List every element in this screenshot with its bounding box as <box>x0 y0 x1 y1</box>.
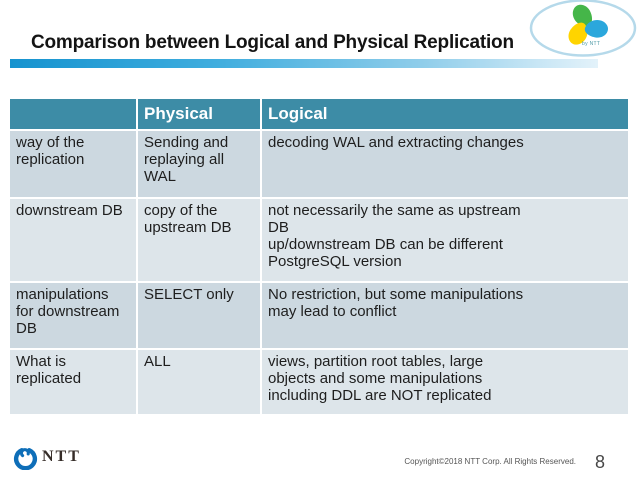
table-cell: Sending and replaying all WAL <box>138 131 260 197</box>
table-cell: decoding WAL and extracting changes <box>262 131 628 197</box>
table-header-empty <box>10 99 136 129</box>
table-cell: way of the replication <box>10 131 136 197</box>
copyright-text: Copyright©2018 NTT Corp. All Rights Rese… <box>404 457 576 466</box>
table-cell: What is replicated <box>10 350 136 414</box>
ntt-logo-text: NTT <box>42 448 81 465</box>
table-cell: not necessarily the same as upstream DB … <box>262 199 628 281</box>
table-cell: views, partition root tables, large obje… <box>262 350 628 414</box>
table-cell: downstream DB <box>10 199 136 281</box>
table-cell: manipulations for downstream DB <box>10 283 136 348</box>
page-number: 8 <box>595 452 606 472</box>
comparison-table: Physical Logical way of the replication … <box>10 99 628 414</box>
table-cell: SELECT only <box>138 283 260 348</box>
pinwheel-logo-caption: by NTT <box>582 41 601 47</box>
table-cell: copy of the upstream DB <box>138 199 260 281</box>
pinwheel-logo-icon <box>529 0 637 57</box>
table-cell: No restriction, but some manipulations m… <box>262 283 628 348</box>
ntt-logo-icon <box>14 448 37 470</box>
page-title: Comparison between Logical and Physical … <box>31 32 514 53</box>
table-header-logical: Logical <box>262 99 628 129</box>
table-header-physical: Physical <box>138 99 260 129</box>
table-cell: ALL <box>138 350 260 414</box>
title-underline-bar <box>10 59 598 68</box>
